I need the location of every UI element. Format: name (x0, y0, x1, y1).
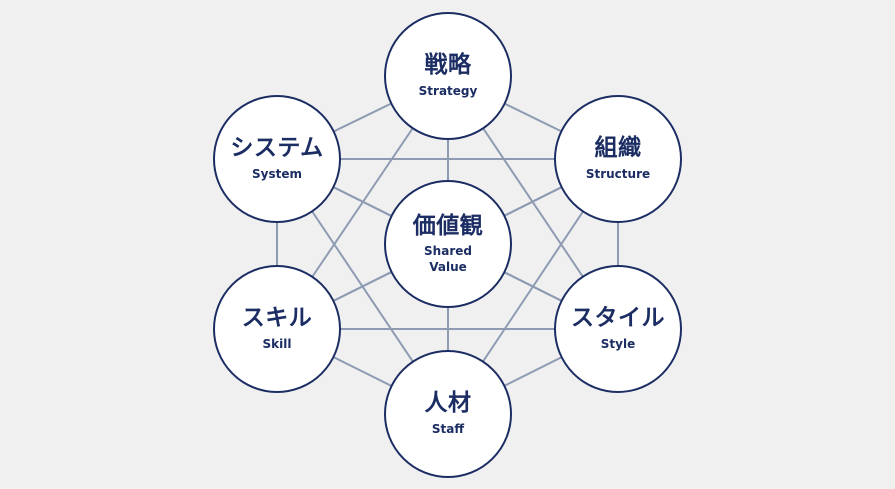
node-strategy-label-en: Strategy (418, 84, 478, 99)
node-strategy: 戦略 Strategy (384, 12, 512, 140)
node-style-label-jp: スタイル (571, 304, 665, 331)
node-style: スタイル Style (554, 265, 682, 393)
node-system: システム System (213, 95, 341, 223)
node-structure: 組織 Structure (554, 95, 682, 223)
node-structure-label-en: Structure (585, 167, 651, 182)
node-skill: スキル Skill (213, 265, 341, 393)
node-staff: 人材 Staff (384, 350, 512, 478)
node-skill-label-jp: スキル (241, 304, 313, 331)
node-shared-value-label-en: Shared Value (424, 244, 472, 274)
node-strategy-label-jp: 戦略 (424, 51, 472, 78)
node-style-label-en: Style (600, 337, 636, 352)
node-shared-value: 価値観 Shared Value (384, 180, 512, 308)
node-shared-value-label-jp: 価値観 (412, 212, 484, 239)
node-system-label-jp: システム (230, 134, 324, 161)
node-skill-label-en: Skill (262, 337, 292, 352)
node-system-label-en: System (252, 167, 302, 182)
node-structure-label-jp: 組織 (594, 134, 642, 161)
node-staff-label-en: Staff (431, 422, 465, 437)
node-staff-label-jp: 人材 (424, 389, 472, 416)
